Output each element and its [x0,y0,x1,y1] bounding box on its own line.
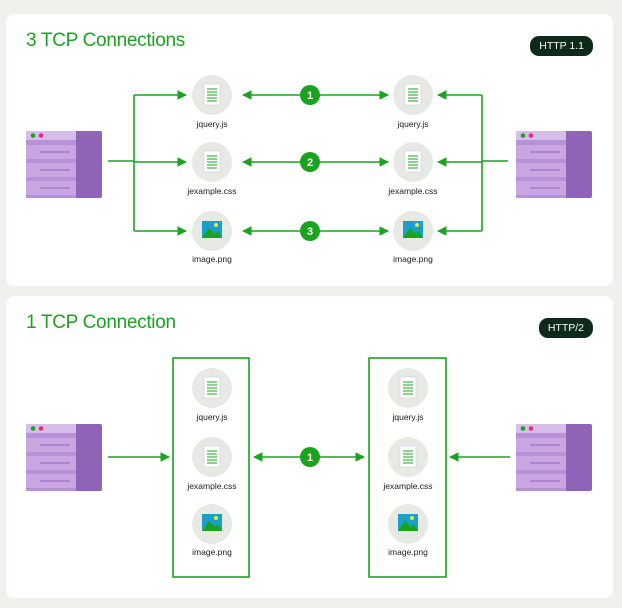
http2-diagram: 1 jquery.js j [26,357,592,578]
panel-title-http1: 3 TCP Connections [26,30,185,51]
image-icon [403,221,423,238]
client-file-jquery: jquery.js [192,75,232,129]
document-icon [404,150,422,173]
server-file-jquery: jquery.js [388,368,428,422]
server-file-jquery: jquery.js [393,75,433,129]
svg-text:jexample.css: jexample.css [186,186,236,196]
image-icon [202,221,222,238]
server-file-jexample-css: jexample.css [387,142,438,196]
client-server-icon [26,424,102,491]
document-icon [399,445,417,468]
connection-2-badge: 2 [300,152,320,172]
connection-1-badge: 1 [300,85,320,105]
client-file-jquery: jquery.js [192,368,232,422]
svg-text:jexample.css: jexample.css [382,481,432,491]
document-icon [203,83,221,106]
server-connectors [437,90,508,236]
server-icon [516,131,592,198]
document-icon [203,376,221,399]
svg-text:3: 3 [307,226,313,238]
svg-text:image.png: image.png [192,254,232,264]
server-file-image-png: image.png [393,211,433,264]
document-icon [404,83,422,106]
svg-text:jquery.js: jquery.js [195,119,227,129]
connection-3-badge: 3 [300,221,320,241]
document-icon [399,376,417,399]
svg-text:jquery.js: jquery.js [396,119,428,129]
svg-text:jquery.js: jquery.js [195,412,227,422]
server-file-image-png: image.png [388,504,428,557]
document-icon [203,445,221,468]
client-file-jexample-css: jexample.css [186,437,237,491]
client-file-image-png: image.png [192,211,232,264]
svg-text:1: 1 [307,452,313,464]
image-icon [398,514,418,531]
connection-1-badge: 1 [300,447,320,467]
protocol-badge-http1: HTTP 1.1 [530,36,593,56]
http2-panel: 1 TCP Connection HTTP/2 [6,296,613,598]
client-file-jexample-css: jexample.css [186,142,237,196]
svg-text:jexample.css: jexample.css [186,481,236,491]
http1-panel: 3 TCP Connections HTTP 1.1 [6,14,613,286]
server-icon [516,424,592,491]
svg-text:image.png: image.png [388,547,428,557]
svg-text:2: 2 [307,157,313,169]
client-file-group-box [172,357,250,578]
client-file-image-png: image.png [192,504,232,557]
protocol-badge-http2: HTTP/2 [538,318,593,338]
svg-text:jquery.js: jquery.js [391,412,423,422]
http1-diagram: 1 2 3 jquery.js [26,75,592,264]
server-file-jexample-css: jexample.css [382,437,433,491]
svg-text:1: 1 [307,90,313,102]
svg-text:image.png: image.png [393,254,433,264]
panel-title-http2: 1 TCP Connection [26,312,176,333]
client-connectors [108,90,187,236]
client-server-icon [26,131,102,198]
server-file-group-box [368,357,447,578]
svg-text:image.png: image.png [192,547,232,557]
svg-text:jexample.css: jexample.css [387,186,437,196]
image-icon [202,514,222,531]
document-icon [203,150,221,173]
